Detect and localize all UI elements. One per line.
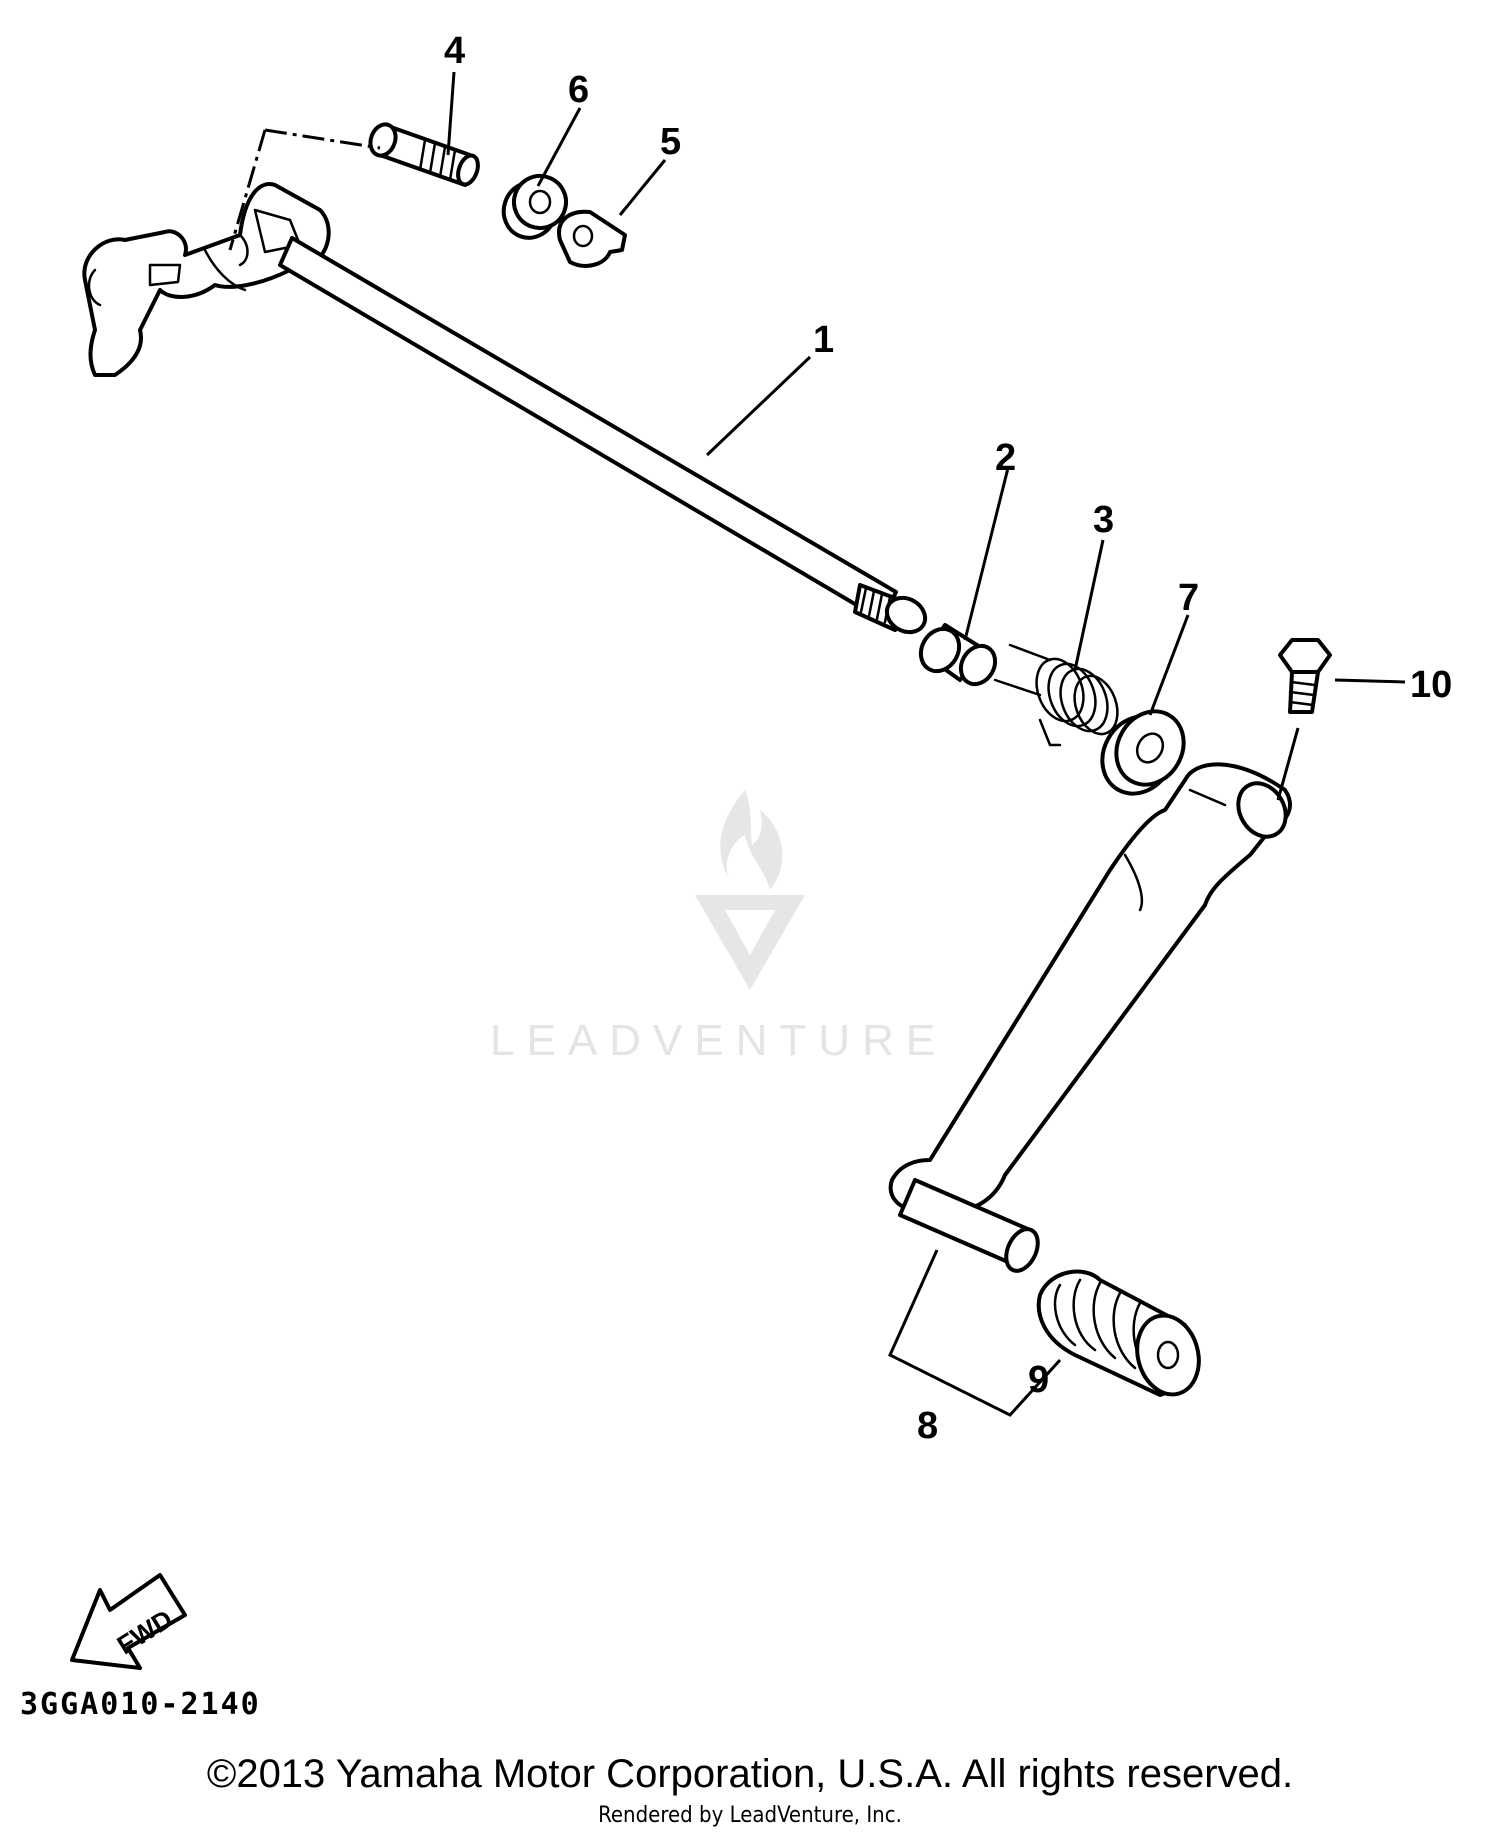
collar-part-2[interactable] <box>913 622 1001 690</box>
fwd-arrow-icon: FWD <box>70 1573 187 1670</box>
watermark-text: LEADVENTURE <box>490 1016 947 1065</box>
torsion-spring-part-3[interactable] <box>993 643 1125 747</box>
diagram-code: 3GGA010-2140 <box>20 1687 261 1722</box>
rendered-by-notice: Rendered by LeadVenture, Inc. <box>598 1803 902 1828</box>
nut-part-6[interactable] <box>496 169 573 246</box>
copyright-notice: ©2013 Yamaha Motor Corporation, U.S.A. A… <box>206 1752 1294 1796</box>
callout-5: 5 <box>660 121 681 163</box>
watermark-logo-icon <box>695 790 805 990</box>
callout-2: 2 <box>995 437 1016 479</box>
callout-9: 9 <box>1028 1359 1049 1401</box>
shift-pedal-part-8[interactable] <box>888 762 1295 1276</box>
bolt-part-10[interactable] <box>1278 638 1332 714</box>
rubber-grip-part-9[interactable] <box>1036 1269 1208 1402</box>
callout-4: 4 <box>444 30 465 72</box>
callout-1: 1 <box>813 319 834 361</box>
callout-10: 10 <box>1410 664 1452 706</box>
shift-shaft[interactable] <box>82 182 931 639</box>
callout-6: 6 <box>568 69 589 111</box>
lock-washer-part-5[interactable] <box>557 209 627 268</box>
callout-8: 8 <box>917 1405 938 1447</box>
callout-7: 7 <box>1178 577 1199 619</box>
bolt-part-4[interactable] <box>366 121 481 187</box>
leader-lines <box>228 71 1406 1417</box>
callout-3: 3 <box>1093 499 1114 541</box>
washer-part-7[interactable] <box>1089 699 1197 807</box>
